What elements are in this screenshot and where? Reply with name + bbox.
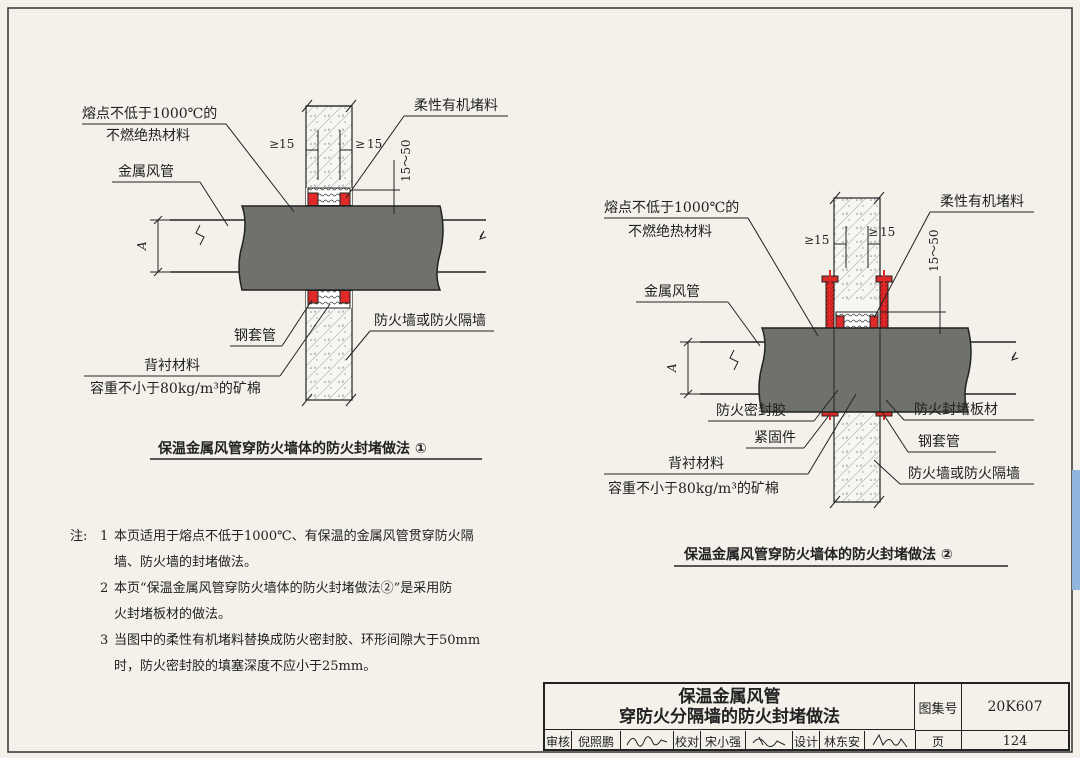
note-3-line-2: 时，防火密封胶的填塞深度不应小于25mm。 (114, 659, 377, 674)
gap-right-1: 15 (367, 137, 382, 151)
label-filler-1: 柔性有机堵料 (414, 98, 498, 114)
diagram-1: A ≥15 ≥ 15 15～50 熔点不低于1000℃的 不燃绝热材料 金属风管… (82, 98, 508, 460)
diagram-2: A ≥15 ≥ 15 15～50 熔点不低于1000℃的 不燃绝热材料 金属风管… (604, 191, 1034, 567)
gap-left-1: ≥15 (269, 137, 294, 151)
dimension-a-2: A (665, 363, 679, 373)
checker-name: 宋小强 (701, 731, 746, 751)
label-backing-2: 背衬材料 (668, 456, 724, 472)
label-backing-1: 背衬材料 (144, 358, 200, 374)
title-line-1: 保温金属风管 (678, 687, 781, 707)
review-label: 审核 (545, 731, 572, 751)
label-insulation-2a: 熔点不低于1000℃的 (604, 200, 739, 216)
reviewer-name: 倪照鹏 (572, 731, 621, 751)
design-label: 设计 (793, 731, 820, 751)
label-filler-2: 柔性有机堵料 (940, 194, 1024, 210)
designer-name: 林东安 (820, 731, 865, 751)
caption-2: 保温金属风管穿防火墙体的防火封堵做法 ② (683, 546, 953, 563)
note-2-line-1: 本页“保温金属风管穿防火墙体的防火封堵做法②”是采用防 (114, 581, 453, 596)
note-2-line-2: 火封堵板材的做法。 (114, 607, 232, 622)
side-tab (1072, 470, 1080, 590)
sheet-border (7, 7, 1073, 753)
svg-text:≥: ≥ (355, 137, 365, 151)
atlas-label: 图集号 (915, 684, 962, 731)
gap-right-2: 15 (880, 225, 895, 239)
filler-1d (339, 289, 351, 304)
designer-signature (865, 731, 915, 751)
label-insulation-2b: 不燃绝热材料 (628, 223, 712, 240)
notes-prefix: 注: (70, 529, 88, 544)
label-wall-1: 防火墙或防火隔墙 (374, 313, 486, 329)
label-board-2: 防火封堵板材 (914, 402, 998, 418)
label-sleeve-1: 钢套管 (234, 328, 276, 344)
checker-signature (746, 731, 793, 751)
title-line-2: 穿防火分隔墙的防火封堵做法 (619, 707, 840, 727)
atlas-number: 20K607 (962, 684, 1068, 731)
label-fastener-2: 紧固件 (754, 430, 796, 446)
label-sealant-2: 防火密封胶 (716, 402, 786, 419)
note-1-line-1: 本页适用于熔点不低于1000℃、有保温的金属风管贯穿防火隔 (114, 529, 474, 544)
label-duct-2: 金属风管 (644, 284, 700, 300)
title-block-title: 保温金属风管 穿防火分隔墙的防火封堵做法 (545, 684, 915, 730)
caption-1: 保温金属风管穿防火墙体的防火封堵做法 ① (157, 440, 427, 457)
label-insulation-1a: 熔点不低于1000℃的 (82, 106, 217, 122)
label-wool-2: 容重不小于80kg/m³的矿棉 (608, 480, 779, 497)
label-insulation-1b: 不燃绝热材料 (106, 127, 190, 144)
insulated-duct-1 (238, 205, 444, 291)
signature-row: 审核 倪照鹏 校对 宋小强 设计 林东安 (545, 731, 916, 751)
filler-1a (307, 192, 319, 207)
label-wool-1: 容重不小于80kg/m³的矿棉 (90, 380, 261, 397)
insulated-duct-2 (758, 327, 972, 413)
page-label: 页 (915, 731, 962, 751)
label-sleeve-2: 钢套管 (918, 434, 960, 450)
page-number: 124 (1002, 733, 1028, 749)
depth-dim-1: 15～50 (399, 139, 413, 182)
filler-1c (307, 289, 319, 304)
dimension-a-1: A (135, 241, 149, 251)
reviewer-signature (621, 731, 674, 751)
svg-text:≥: ≥ (868, 225, 878, 239)
label-duct-1: 金属风管 (118, 164, 174, 180)
note-3-line-1: 当图中的柔性有机堵料替换成防火密封胶、环形间隙大于50mm (114, 633, 481, 648)
check-label: 校对 (674, 731, 701, 751)
gap-left-2: ≥15 (804, 233, 829, 247)
title-block: 保温金属风管 穿防火分隔墙的防火封堵做法 图集号 20K607 审核 倪照鹏 校… (543, 682, 1070, 751)
depth-dim-2: 15～50 (927, 229, 941, 272)
note-1-line-2: 墙、防火墙的封堵做法。 (114, 555, 258, 570)
label-wall-2: 防火墙或防火隔墙 (908, 466, 1020, 482)
